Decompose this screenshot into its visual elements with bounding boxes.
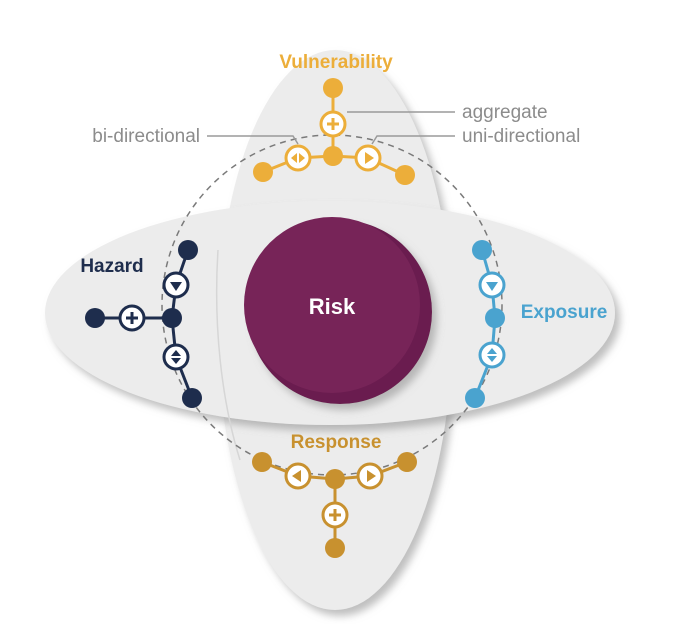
exposure-node — [472, 240, 492, 260]
single-arrow-icon — [162, 271, 190, 299]
single-arrow-icon — [478, 271, 506, 299]
exposure-node — [485, 308, 505, 328]
exposure-node — [465, 388, 485, 408]
plus-icon — [118, 304, 146, 332]
plus-icon — [319, 110, 347, 138]
legend: aggregate bi-directional uni-directional — [92, 102, 580, 147]
legend-bi-directional: bi-directional — [92, 126, 200, 147]
exposure-component: Exposure — [465, 240, 607, 408]
risk-label: Risk — [309, 294, 356, 319]
hazard-node — [162, 308, 182, 328]
response-node — [325, 469, 345, 489]
single-arrow-icon — [284, 462, 312, 490]
double-arrow-icon — [478, 341, 506, 369]
hazard-node — [178, 240, 198, 260]
ellipse-overlap-curve — [215, 249, 241, 461]
response-component: Response — [252, 432, 417, 558]
legend-aggregate: aggregate — [462, 102, 548, 123]
double-arrow-icon — [284, 144, 312, 172]
vulnerability-node — [395, 165, 415, 185]
exposure-label: Exposure — [521, 302, 608, 323]
double-arrow-icon — [162, 343, 190, 371]
risk-node: Risk — [244, 217, 432, 404]
vulnerability-node — [323, 146, 343, 166]
hazard-node — [85, 308, 105, 328]
vulnerability-component: Vulnerability — [253, 52, 415, 185]
single-arrow-icon — [354, 144, 382, 172]
bi-directional-leader-line — [207, 135, 299, 145]
response-node — [325, 538, 345, 558]
uni-directional-leader-line — [371, 135, 455, 145]
response-label: Response — [291, 432, 382, 453]
single-arrow-icon — [356, 462, 384, 490]
response-node — [252, 452, 272, 472]
hazard-label: Hazard — [80, 256, 143, 277]
hazard-node — [182, 388, 202, 408]
vulnerability-node — [253, 162, 273, 182]
response-node — [397, 452, 417, 472]
vulnerability-label: Vulnerability — [279, 52, 393, 73]
vulnerability-node — [323, 78, 343, 98]
legend-uni-directional: uni-directional — [462, 126, 580, 147]
hazard-component: Hazard — [80, 240, 202, 408]
plus-icon — [321, 501, 349, 529]
